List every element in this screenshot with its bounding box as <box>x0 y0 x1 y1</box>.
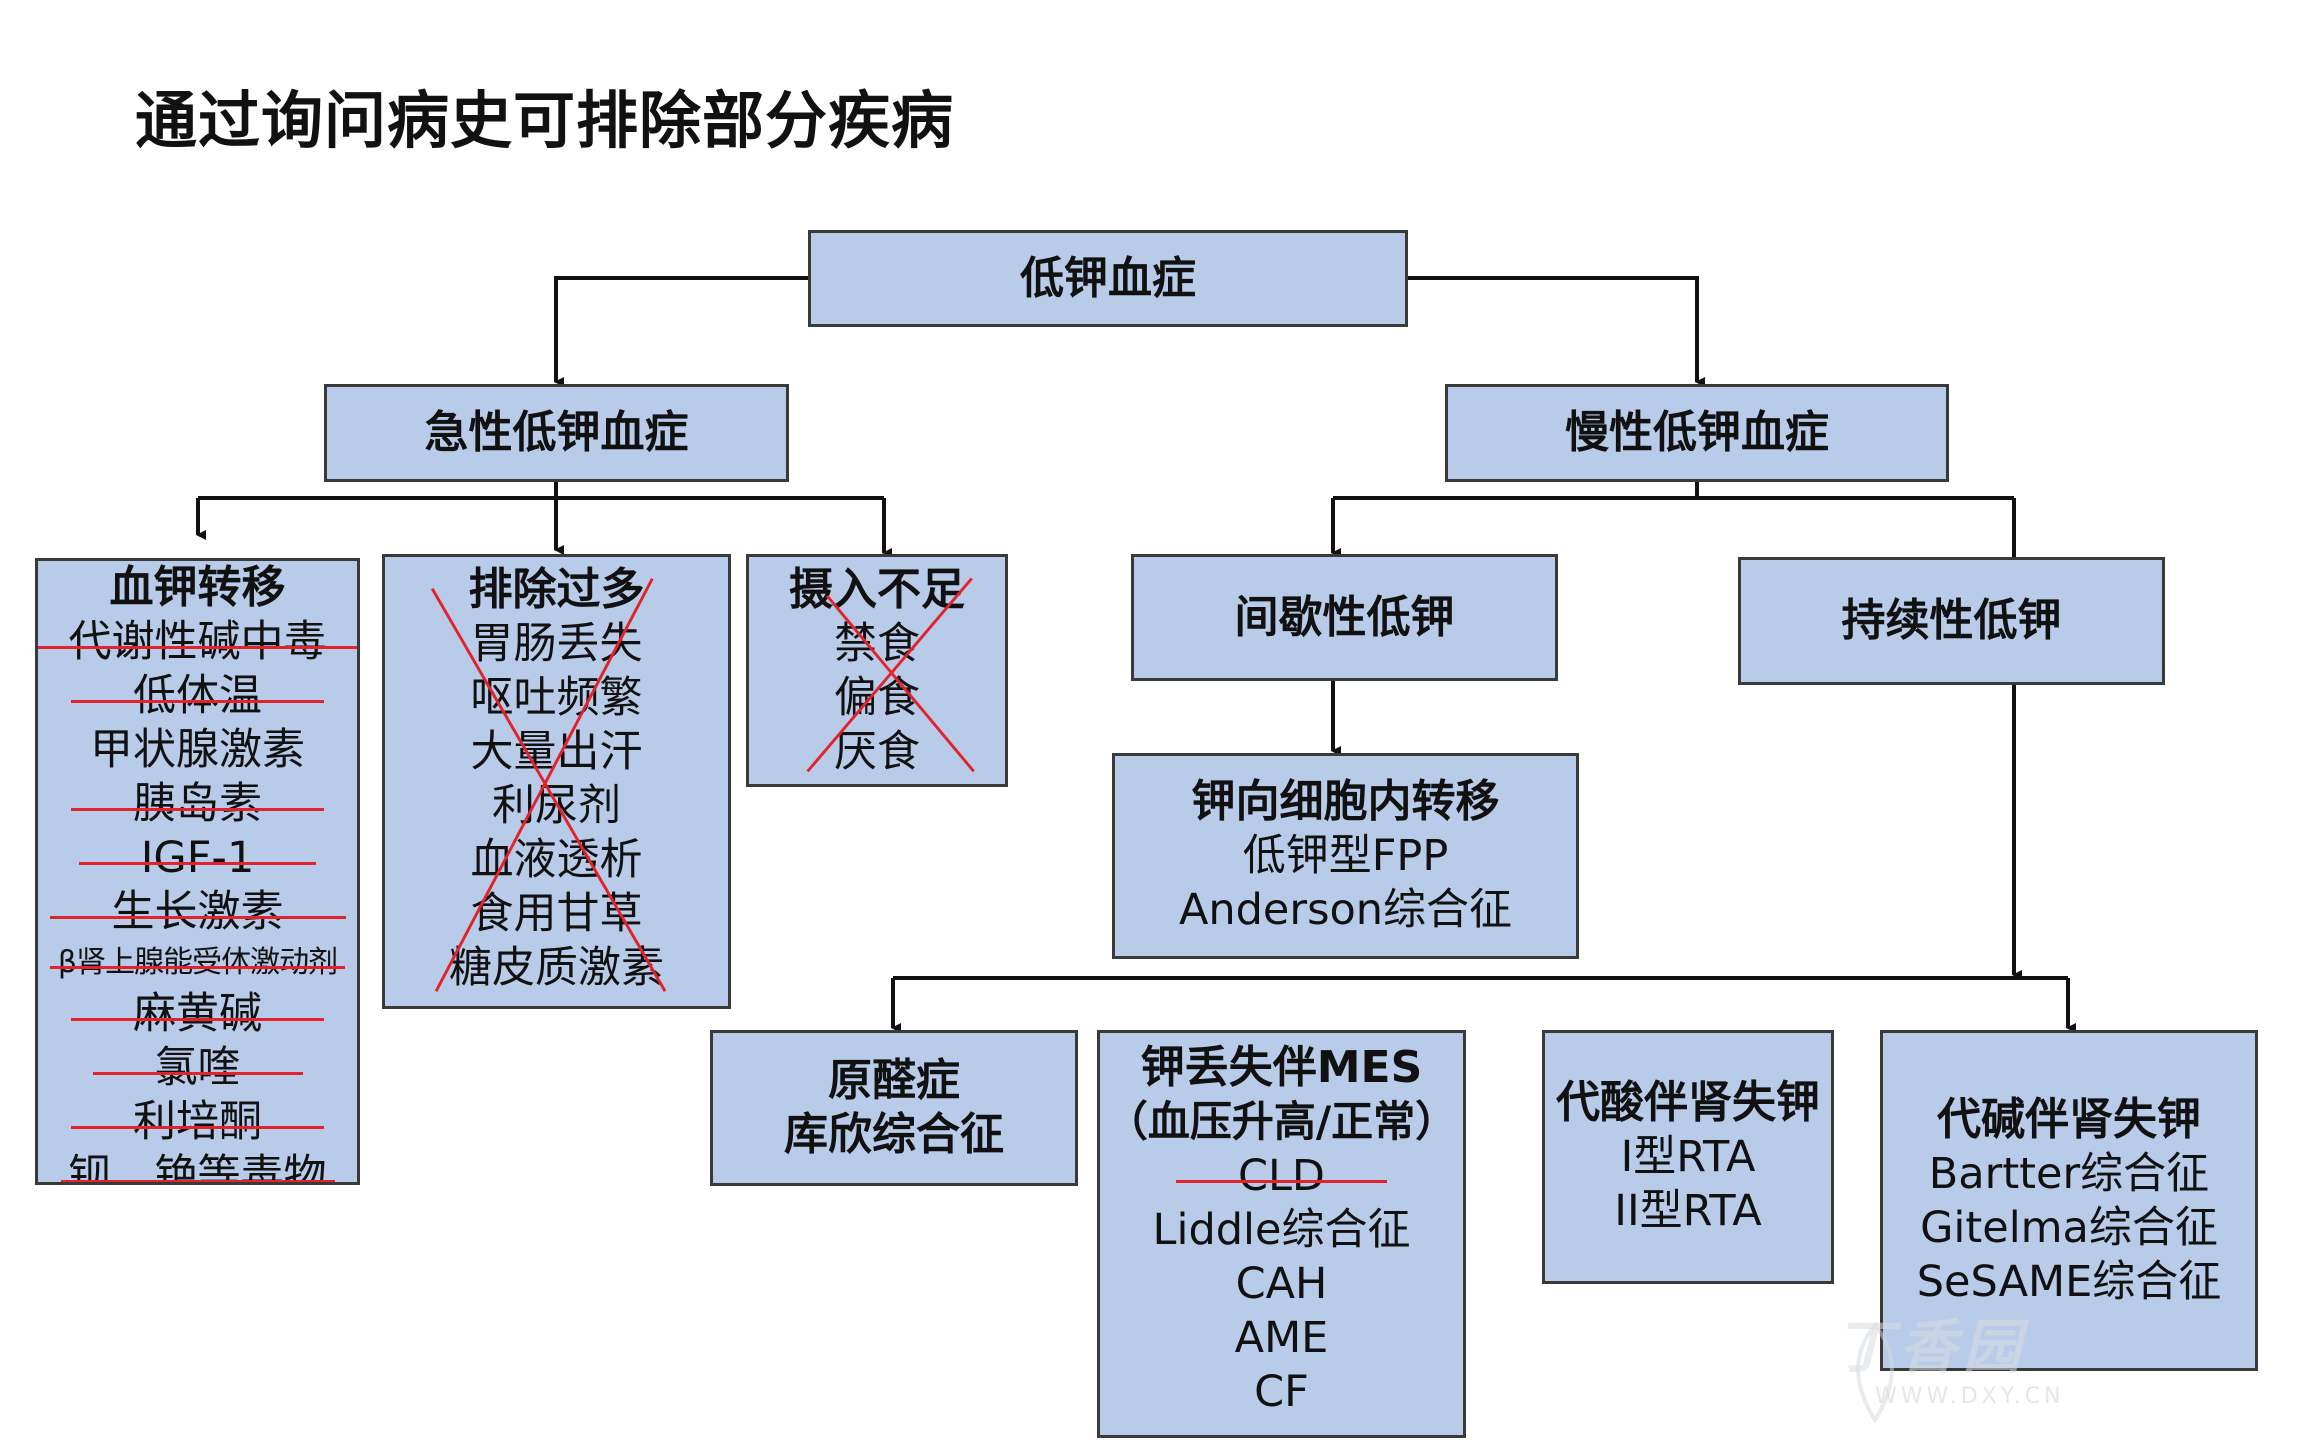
node-persistent: 持续性低钾 <box>1738 557 2165 685</box>
shift-item: 低体温 <box>71 671 324 721</box>
excess-heading: 排除过多 <box>468 564 645 615</box>
excess-item: 呕吐频繁 <box>470 673 643 723</box>
intracellular-heading: 钾向细胞内转移 <box>1191 776 1500 827</box>
node-acute-label: 急性低钾血症 <box>424 407 689 458</box>
node-acute: 急性低钾血症 <box>324 384 789 482</box>
mes-item: CAH <box>1235 1259 1328 1309</box>
shift-heading: 血钾转移 <box>109 562 286 613</box>
excess-item: 血液透析 <box>470 835 643 885</box>
node-intermittent: 间歇性低钾 <box>1131 554 1558 681</box>
shift-item: 胰岛素 <box>71 779 324 829</box>
mes-item: CLD <box>1175 1151 1388 1201</box>
node-aldo: 原醛症 库欣综合征 <box>710 1030 1078 1186</box>
acidosis-item: I型RTA <box>1620 1132 1756 1182</box>
node-excess: 排除过多 胃肠丢失 呕吐频繁 大量出汗 利尿剂 血液透析 食用甘草 糖皮质激素 <box>382 554 731 1009</box>
excess-item: 胃肠丢失 <box>470 619 643 669</box>
node-root-label: 低钾血症 <box>1020 252 1196 304</box>
shift-item: 利培酮 <box>71 1097 324 1147</box>
node-intermittent-label: 间歇性低钾 <box>1234 591 1455 643</box>
alkalosis-item: Gitelma综合征 <box>1920 1202 2218 1253</box>
shift-item: 代谢性碱中毒 <box>38 617 357 667</box>
mes-heading-sub: （血压升高/正常） <box>1105 1097 1458 1146</box>
watermark-name: 丁香园 <box>1835 1313 2028 1381</box>
intracellular-item: 低钾型FPP <box>1242 831 1449 881</box>
watermark-url: WWW.DXY.CN <box>1875 1384 2065 1409</box>
intake-item: 厌食 <box>834 727 920 777</box>
shift-item: 氯喹 <box>92 1043 303 1093</box>
node-acidosis: 代酸伴肾失钾 I型RTA II型RTA <box>1542 1030 1834 1284</box>
intake-item: 偏食 <box>834 673 920 723</box>
watermark: 丁香园 WWW.DXY.CN <box>1835 1300 2065 1409</box>
node-persistent-label: 持续性低钾 <box>1841 595 2062 646</box>
shift-item: 甲状腺激素 <box>90 725 305 775</box>
node-mes: 钾丢失伴MES （血压升高/正常） CLD Liddle综合征 CAH AME … <box>1097 1030 1466 1438</box>
excess-item: 糖皮质激素 <box>449 943 664 993</box>
shift-item: 钡、铯等毒物 <box>60 1149 335 1182</box>
intake-item: 禁食 <box>834 619 920 669</box>
aldo-line: 库欣综合征 <box>784 1109 1004 1160</box>
mes-heading: 钾丢失伴MES <box>1140 1042 1423 1093</box>
edge-root-acute <box>554 276 808 387</box>
edge-root-chronic <box>1408 276 1705 387</box>
node-shift: 血钾转移 代谢性碱中毒 低体温 甲状腺激素 胰岛素 IGF-1 生长激素 β肾上… <box>35 558 360 1185</box>
mes-item: AME <box>1234 1313 1329 1363</box>
alkalosis-heading: 代碱伴肾失钾 <box>1937 1093 2201 1145</box>
intracellular-item: Anderson综合征 <box>1178 885 1513 935</box>
acidosis-heading: 代酸伴肾失钾 <box>1556 1077 1820 1128</box>
mes-item: CF <box>1254 1367 1309 1417</box>
alkalosis-item: Bartter综合征 <box>1928 1148 2210 1199</box>
node-intracellular: 钾向细胞内转移 低钾型FPP Anderson综合征 <box>1112 753 1579 959</box>
page-title: 通过询问病史可排除部分疾病 <box>135 84 955 157</box>
mes-item: Liddle综合征 <box>1152 1205 1411 1255</box>
node-intake: 摄入不足 禁食 偏食 厌食 <box>746 554 1008 787</box>
excess-item: 利尿剂 <box>492 781 621 831</box>
watermark-logo-icon <box>1856 1321 1894 1424</box>
shift-item: 麻黄碱 <box>71 989 324 1039</box>
node-chronic-label: 慢性低钾血症 <box>1565 407 1829 458</box>
node-alkalosis: 代碱伴肾失钾 Bartter综合征 Gitelma综合征 SeSAME综合征 <box>1880 1030 2258 1371</box>
shift-item: 生长激素 <box>49 887 346 937</box>
intake-heading: 摄入不足 <box>789 564 965 615</box>
shift-item: IGF-1 <box>78 833 316 883</box>
alkalosis-item: SeSAME综合征 <box>1916 1256 2222 1307</box>
excess-item: 食用甘草 <box>470 889 643 939</box>
node-chronic: 慢性低钾血症 <box>1445 384 1949 482</box>
acidosis-item: II型RTA <box>1614 1186 1762 1236</box>
aldo-line: 原醛症 <box>828 1055 960 1106</box>
shift-item: β肾上腺能受体激动剂 <box>49 939 346 987</box>
excess-item: 大量出汗 <box>470 727 643 777</box>
node-root: 低钾血症 <box>808 230 1408 327</box>
